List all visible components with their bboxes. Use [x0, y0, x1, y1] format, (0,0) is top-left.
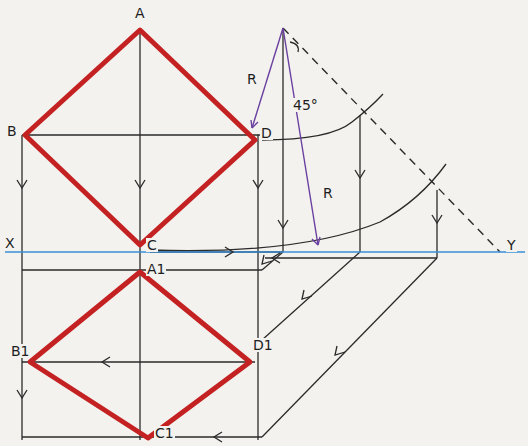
point-label: B1 — [10, 344, 31, 358]
point-label: D — [260, 126, 273, 140]
point-label: Y — [506, 238, 517, 252]
arrowheads — [17, 170, 442, 442]
point-label: B — [6, 124, 18, 138]
point-label: R — [322, 186, 334, 200]
point-label: A1 — [146, 262, 166, 276]
point-label: C1 — [154, 426, 175, 440]
point-label: X — [4, 236, 16, 250]
xy-line — [5, 251, 525, 252]
point-label: 45° — [292, 98, 319, 112]
construction-lines — [22, 28, 446, 440]
point-label: C — [146, 238, 158, 252]
point-label: A — [134, 6, 146, 20]
point-label: R — [246, 72, 258, 86]
square-views — [25, 30, 255, 438]
dashed-45-line — [283, 28, 500, 252]
radius-lines — [251, 28, 320, 245]
point-label: D1 — [252, 338, 274, 352]
